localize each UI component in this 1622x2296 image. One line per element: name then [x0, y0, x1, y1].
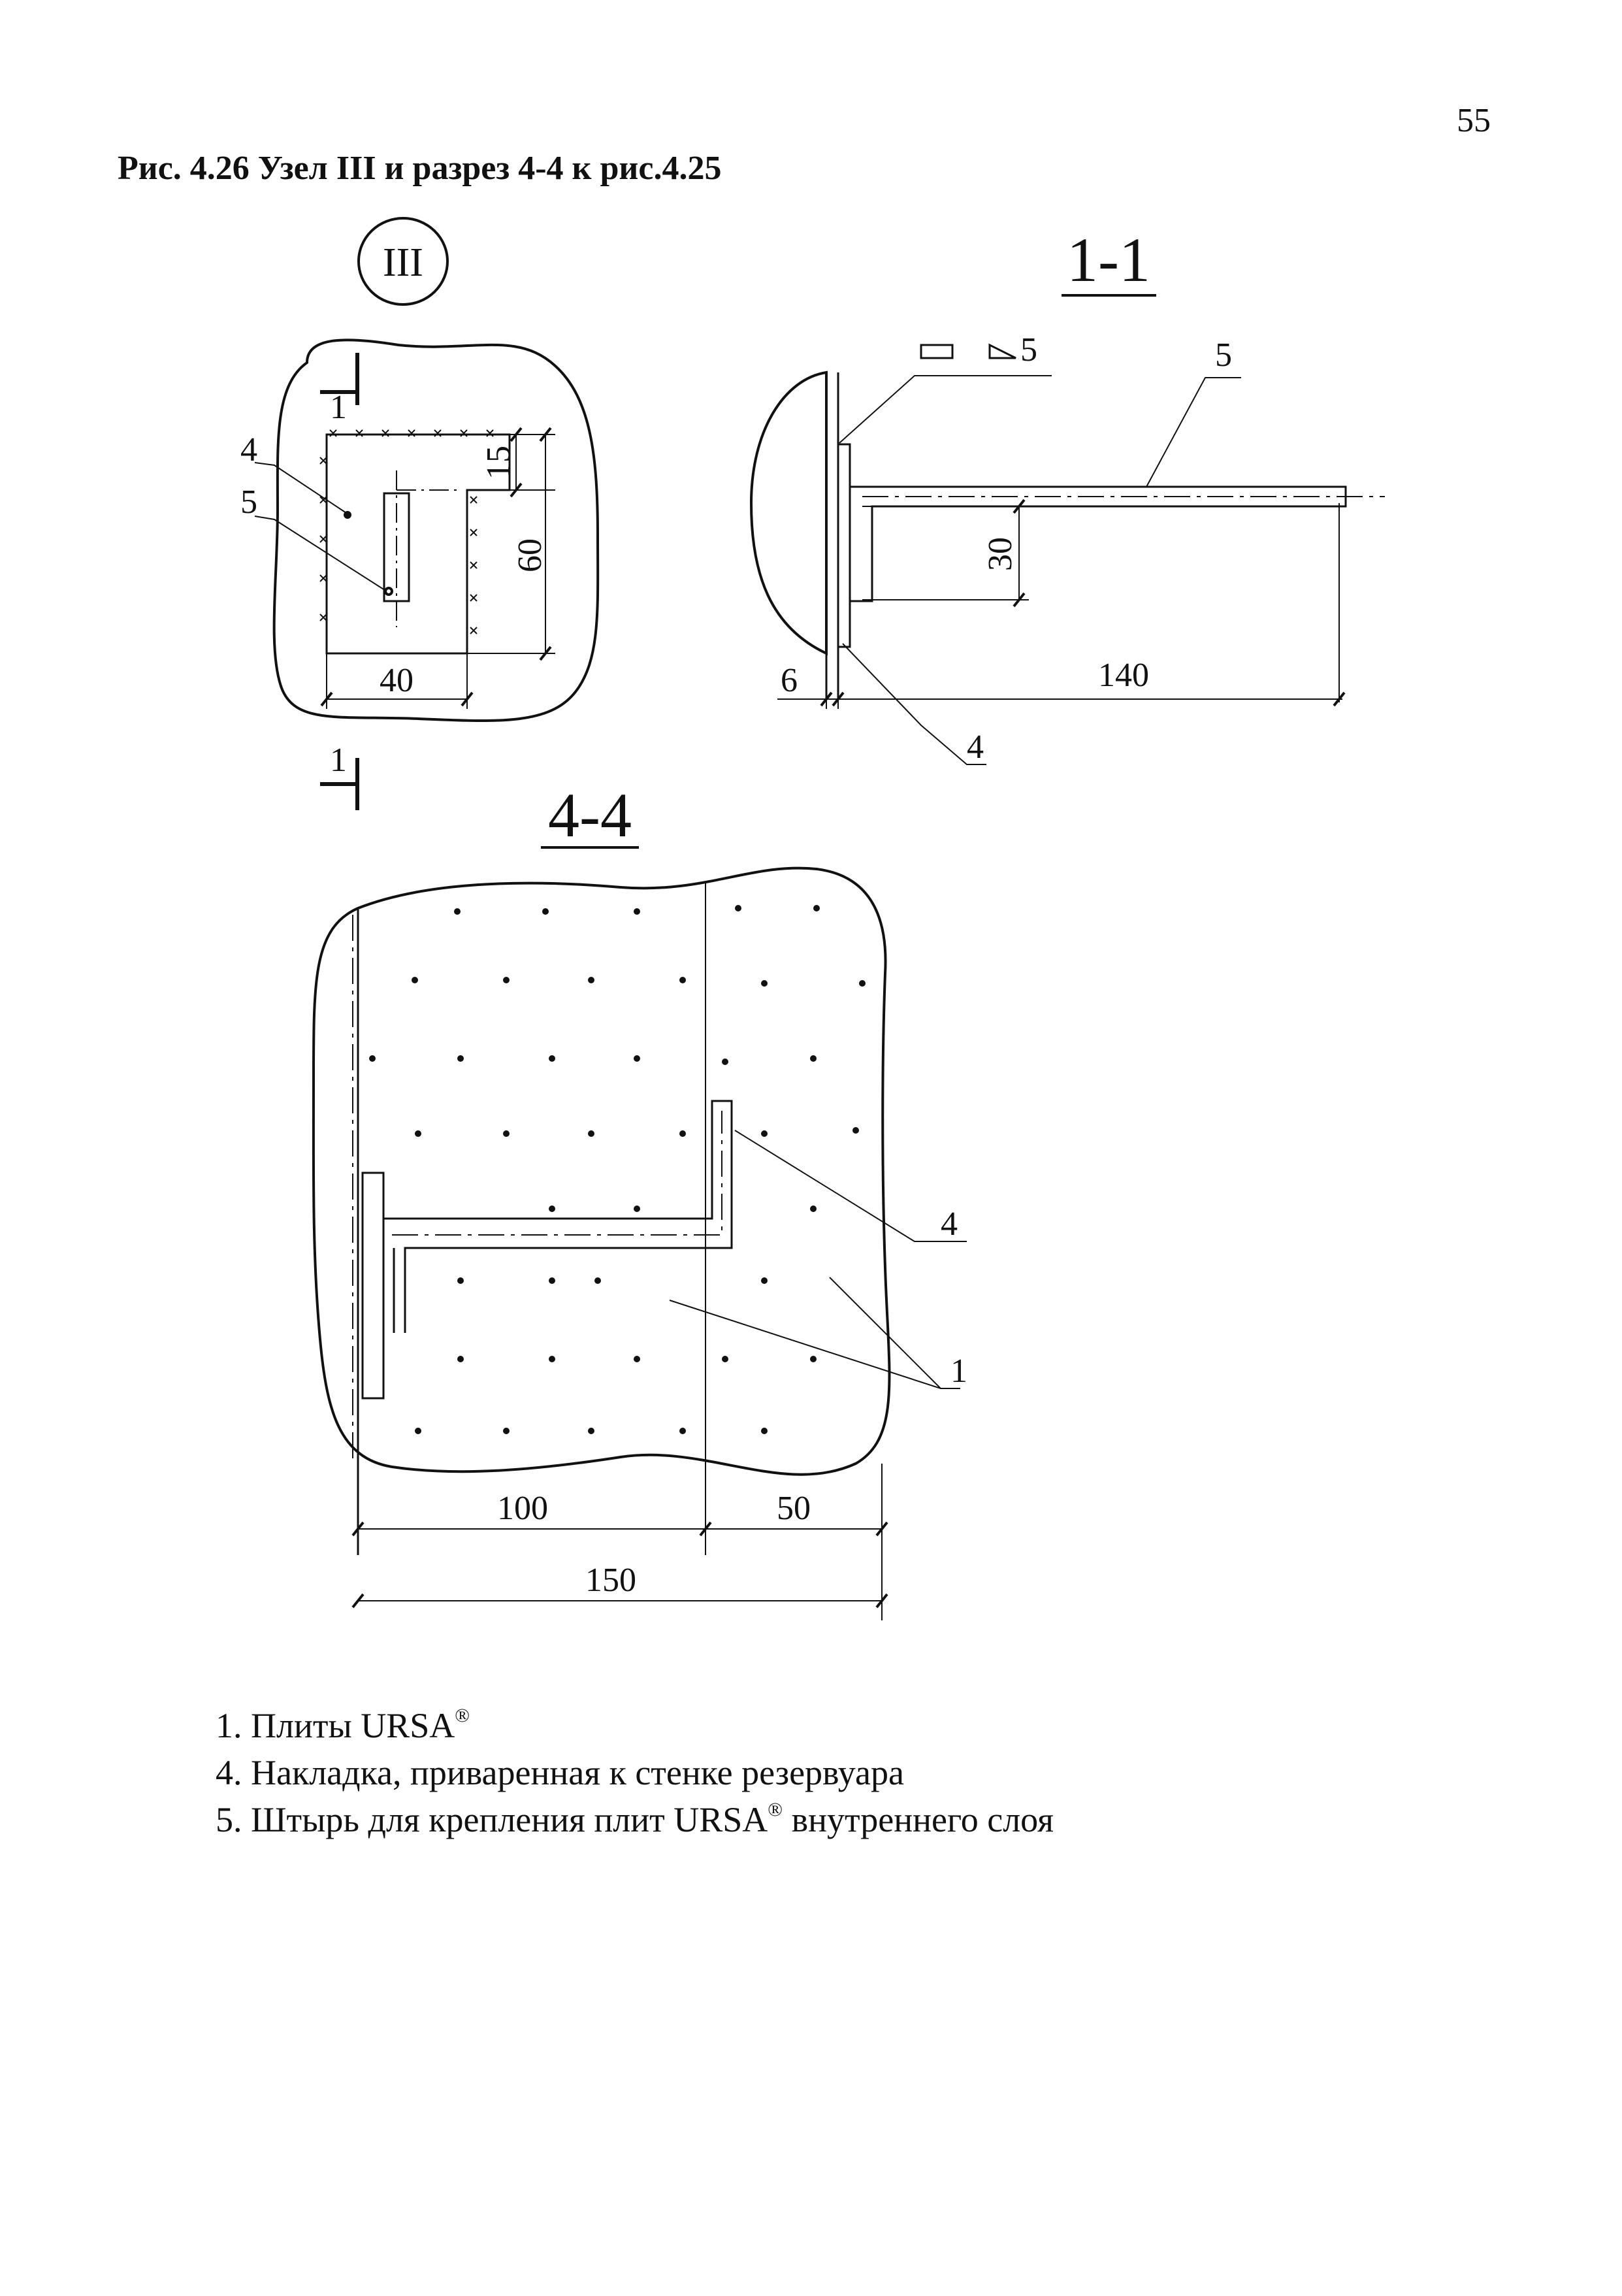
legend-item-5: 5. Штырь для крепления плит URSA® внутре…	[216, 1796, 1054, 1843]
dim-60-label: 60	[511, 538, 549, 572]
legend: 1. Плиты URSA® 4. Накладка, приваренная …	[216, 1702, 1054, 1843]
node-title-circle	[357, 217, 449, 306]
dim-30-lines	[862, 506, 1029, 600]
section-1-1-plate	[837, 443, 851, 648]
legend-item-tail: внутреннего слоя	[783, 1800, 1054, 1839]
section-1-1-wall	[825, 372, 839, 699]
section-1-1-callout-4: 4	[967, 729, 984, 766]
section-1-1-weld-symbol-triangle	[988, 343, 1016, 359]
section-4-4-pin-axis	[392, 1111, 722, 1236]
legend-item-4: 4. Накладка, приваренная к стенке резерв…	[216, 1749, 1054, 1796]
dim-6-140-lines	[777, 653, 1342, 709]
dimension-ticks	[320, 427, 1346, 1609]
section-1-1-callout-5: 5	[1215, 336, 1232, 374]
section-4-4-leader-1a	[669, 1300, 960, 1389]
dim-150-label: 150	[585, 1562, 636, 1599]
section-4-4-insulation-dots	[369, 905, 866, 1434]
legend-item-text: Штырь для крепления плит URSA	[251, 1800, 768, 1839]
section-mark-top	[320, 353, 359, 405]
legend-item-sup: ®	[455, 1705, 470, 1726]
node-iii-view	[254, 217, 600, 810]
section-4-4-title: 4-4	[548, 780, 632, 850]
node-weld-marks	[319, 429, 494, 634]
figure-caption: Рис. 4.26 Узел III и разрез 4-4 к рис.4.…	[118, 150, 722, 187]
legend-item-1: 1. Плиты URSA®	[216, 1702, 1054, 1749]
node-title: III	[383, 240, 423, 285]
node-section-mark-top-label: 1	[330, 389, 347, 426]
dim-140-label: 140	[1098, 657, 1149, 694]
node-callout-4: 4	[240, 431, 257, 468]
section-4-4-plate	[361, 1172, 385, 1400]
dim-6-label: 6	[781, 662, 798, 699]
node-pin-axis	[396, 470, 457, 627]
legend-item-number: 4.	[216, 1753, 242, 1792]
section-1-1-title: 1-1	[1067, 225, 1150, 295]
section-1-1-weld-leader	[839, 375, 1052, 444]
node-break-boundary	[272, 338, 600, 723]
legend-item-text: Накладка, приваренная к стенке резервуар…	[251, 1753, 904, 1792]
dim-30-label: 30	[982, 537, 1019, 571]
dim-50-label: 50	[777, 1490, 811, 1527]
section-4-4-view	[312, 846, 967, 1620]
section-mark-bottom	[320, 758, 359, 810]
dim-100-label: 100	[497, 1490, 548, 1527]
section-4-4-callout-1: 1	[950, 1353, 967, 1390]
node-leader-4	[254, 462, 347, 514]
section-1-1-leader-4	[842, 643, 986, 765]
node-leader-5	[254, 516, 387, 592]
section-1-1-leader-5	[1146, 377, 1241, 487]
dim-15-label: 15	[480, 446, 517, 480]
section-1-1-pin	[850, 485, 1347, 602]
legend-item-sup: ®	[768, 1799, 783, 1820]
node-pin-dot	[384, 587, 393, 596]
section-1-1-weld-symbol-rect	[920, 344, 954, 359]
section-4-4-pin	[383, 1100, 733, 1333]
dim-40-label: 40	[380, 662, 414, 699]
section-4-4-leader-1b	[829, 1277, 941, 1389]
section-4-4-leader-4	[734, 1130, 967, 1242]
legend-item-text: Плиты URSA	[251, 1706, 455, 1745]
legend-item-number: 5.	[216, 1800, 242, 1839]
legend-item-number: 1.	[216, 1706, 242, 1745]
page-number: 55	[1457, 102, 1491, 139]
section-1-1-weld-callout: 5	[1020, 331, 1037, 369]
section-4-4-callout-4: 4	[941, 1205, 958, 1243]
section-1-1-view	[749, 294, 1385, 765]
section-4-4-break-boundary	[312, 866, 891, 1476]
node-callout-5: 5	[240, 484, 257, 521]
node-section-mark-bottom-label: 1	[330, 742, 347, 779]
node-plate-dot	[344, 511, 351, 519]
section-1-1-wall-break	[749, 370, 828, 656]
